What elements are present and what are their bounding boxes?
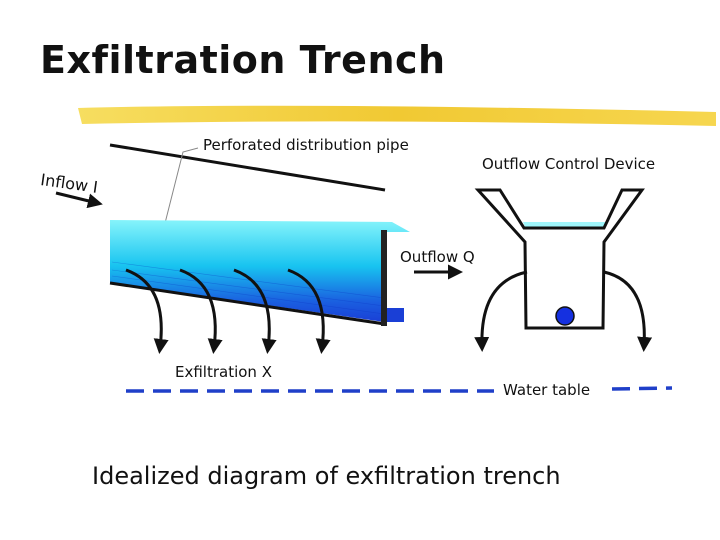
outlet-pipe: [387, 308, 404, 322]
valve-ball: [555, 306, 575, 326]
outflow-device-label: Outflow Control Device: [482, 155, 656, 173]
inflow-arrow: [55, 191, 103, 209]
slide-title: Exfiltration Trench: [40, 38, 446, 82]
device-left-arrow: [474, 270, 528, 352]
diagram-caption: Idealized diagram of exfiltration trench: [92, 462, 561, 490]
title-underline-highlight: [78, 105, 716, 126]
water-table-label: Water table: [503, 381, 591, 399]
exfiltration-label: Exfiltration X: [175, 363, 272, 381]
water-streaks: [111, 261, 385, 315]
device-right-arrow: [603, 270, 653, 352]
perforated-pipe: [109, 143, 386, 192]
exfiltration-arrows: [125, 268, 331, 354]
pipe-leader-line: [159, 147, 199, 244]
trench-water: [110, 220, 410, 322]
outflow-label: Outflow Q: [400, 248, 475, 266]
trench-bottom-edge: [109, 281, 386, 326]
trench-end-wall: [381, 230, 387, 326]
pipe-label: Perforated distribution pipe: [203, 136, 409, 154]
outflow-control-device: [474, 188, 645, 330]
water-table-line-end: [611, 386, 673, 391]
